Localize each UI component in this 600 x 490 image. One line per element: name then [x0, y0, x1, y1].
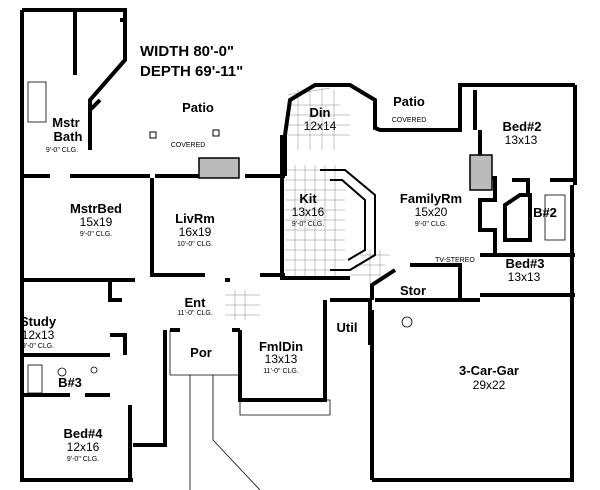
- svg-text:29x22: 29x22: [473, 378, 506, 392]
- svg-text:11'-0" CLG.: 11'-0" CLG.: [263, 368, 299, 375]
- room-garage: 3-Car-Gar 29x22: [459, 363, 519, 392]
- svg-text:10'-0" CLG.: 10'-0" CLG.: [177, 241, 213, 248]
- room-bed2: Bed#2 13x13: [502, 119, 541, 147]
- room-fml-din: FmlDin 13x13 11'-0" CLG.: [259, 339, 303, 375]
- room-family-rm: FamilyRm 15x20 9'-0" CLG.: [400, 191, 462, 228]
- svg-text:9'-0" CLG.: 9'-0" CLG.: [415, 221, 447, 228]
- svg-text:9'-0" CLG.: 9'-0" CLG.: [80, 231, 112, 238]
- svg-text:3-Car-Gar: 3-Car-Gar: [459, 363, 519, 378]
- room-ent: Ent 11'-0" CLG.: [177, 295, 213, 317]
- svg-text:15x19: 15x19: [80, 215, 113, 229]
- room-stor: Stor: [400, 283, 426, 298]
- room-patio-rear: Patio COVERED: [171, 100, 214, 149]
- svg-text:9'-0" CLG.: 9'-0" CLG.: [292, 221, 324, 228]
- room-study: Study 12x13 9'-0" CLG.: [20, 314, 57, 350]
- room-din: Din 12x14: [304, 105, 337, 133]
- svg-text:FamilyRm: FamilyRm: [400, 191, 462, 206]
- room-mstr-bath: Mstr Bath 9'-0" CLG.: [46, 115, 83, 154]
- svg-text:Patio: Patio: [182, 100, 214, 115]
- svg-text:9'-0" CLG.: 9'-0" CLG.: [22, 343, 54, 350]
- room-util: Util: [337, 320, 358, 335]
- svg-text:12x14: 12x14: [304, 119, 337, 133]
- svg-text:MstrBed: MstrBed: [70, 201, 122, 216]
- tile-floor-kitchen: [225, 87, 390, 320]
- svg-text:TV-STEREO: TV-STEREO: [435, 257, 475, 264]
- svg-text:Stor: Stor: [400, 283, 426, 298]
- svg-text:12x16: 12x16: [67, 440, 100, 454]
- width-label: WIDTH 80'-0": [140, 43, 234, 60]
- svg-text:Bed#3: Bed#3: [505, 256, 544, 271]
- svg-text:12x13: 12x13: [22, 328, 55, 342]
- kitchen-counter: [320, 169, 376, 271]
- svg-text:Bed#2: Bed#2: [502, 119, 541, 134]
- room-patio-side: Patio COVERED: [392, 94, 427, 124]
- room-mstr-bed: MstrBed 15x19 9'-0" CLG.: [70, 201, 122, 238]
- svg-text:Patio: Patio: [393, 94, 425, 109]
- svg-text:COVERED: COVERED: [171, 142, 206, 149]
- svg-text:13x13: 13x13: [265, 352, 298, 366]
- svg-text:COVERED: COVERED: [392, 117, 427, 124]
- svg-text:B#2: B#2: [533, 205, 557, 220]
- tv-stereo-label: TV-STEREO: [435, 257, 475, 264]
- bath-fixtures: [27, 81, 566, 394]
- svg-text:Bath: Bath: [54, 129, 83, 144]
- svg-text:13x16: 13x16: [292, 205, 325, 219]
- room-bed3: Bed#3 13x13: [505, 256, 544, 284]
- svg-text:LivRm: LivRm: [175, 211, 215, 226]
- patio-columns: [149, 129, 220, 139]
- room-b3: B#3: [58, 375, 82, 390]
- svg-text:11'-0" CLG.: 11'-0" CLG.: [177, 310, 213, 317]
- svg-text:Study: Study: [20, 314, 57, 329]
- svg-text:FmlDin: FmlDin: [259, 339, 303, 354]
- room-b2: B#2: [533, 205, 557, 220]
- fireplace-familyrm: [469, 154, 493, 191]
- svg-text:9'-0" CLG.: 9'-0" CLG.: [46, 147, 78, 154]
- svg-text:Din: Din: [310, 105, 331, 120]
- svg-text:Kit: Kit: [299, 191, 317, 206]
- depth-label: DEPTH 69'-11": [140, 63, 243, 80]
- svg-text:16x19: 16x19: [179, 225, 212, 239]
- svg-text:B#3: B#3: [58, 375, 82, 390]
- room-liv-rm: LivRm 16x19 10'-0" CLG.: [175, 211, 215, 248]
- room-por: Por: [190, 345, 212, 360]
- porch-walkway: [169, 330, 331, 490]
- room-bed4: Bed#4 12x16 9'-0" CLG.: [63, 426, 103, 463]
- svg-text:Por: Por: [190, 345, 212, 360]
- svg-text:Util: Util: [337, 320, 358, 335]
- svg-text:13x13: 13x13: [508, 270, 541, 284]
- svg-text:Bed#4: Bed#4: [63, 426, 103, 441]
- room-kit: Kit 13x16 9'-0" CLG.: [292, 191, 325, 228]
- svg-text:Ent: Ent: [185, 295, 207, 310]
- svg-text:Mstr: Mstr: [52, 115, 79, 130]
- svg-text:15x20: 15x20: [415, 205, 448, 219]
- walls: [20, 8, 577, 482]
- svg-text:9'-0" CLG.: 9'-0" CLG.: [67, 456, 99, 463]
- svg-text:13x13: 13x13: [505, 133, 538, 147]
- fireplace-livrm: [198, 157, 240, 179]
